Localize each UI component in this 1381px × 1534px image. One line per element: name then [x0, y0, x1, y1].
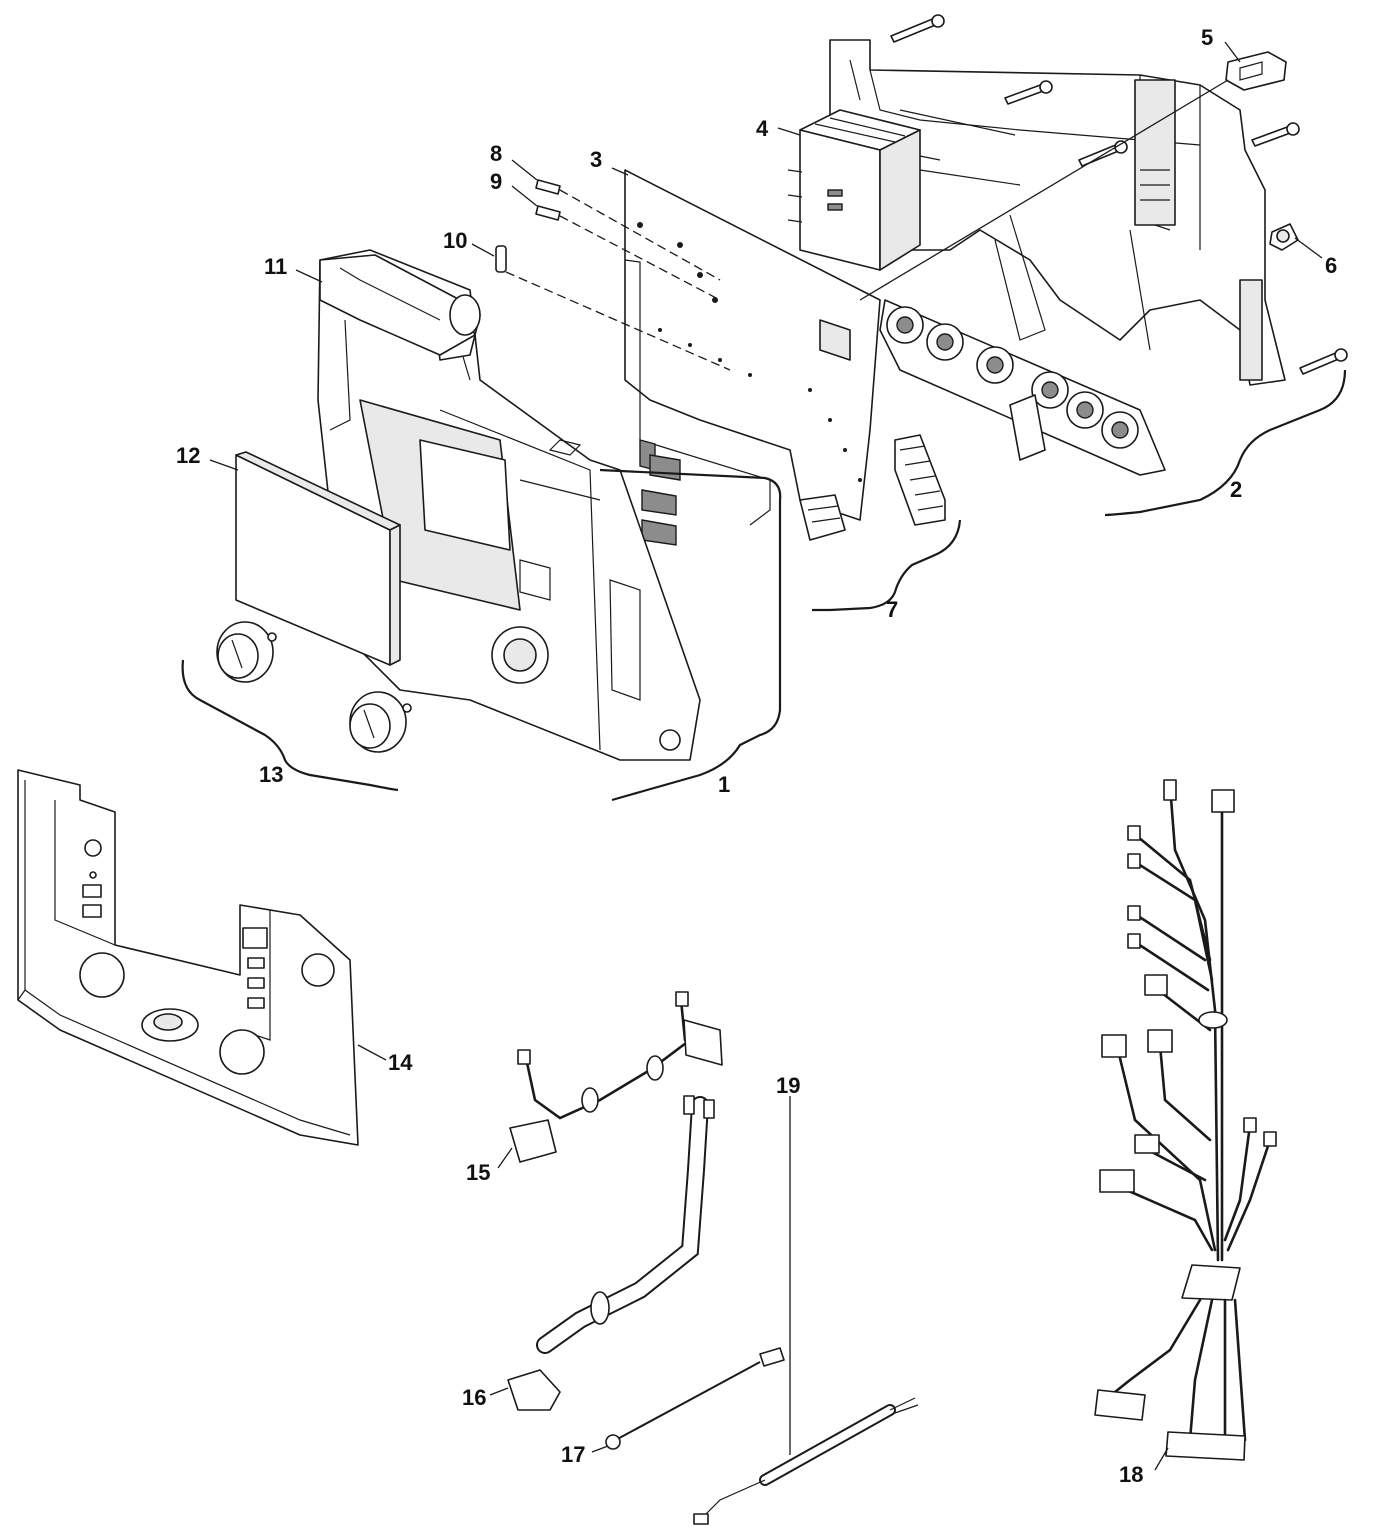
- callout-2: 2: [1230, 477, 1242, 502]
- callout-11: 11: [264, 254, 287, 279]
- alignment-lines: [505, 79, 1229, 371]
- main-harness-part: [1094, 779, 1277, 1461]
- callout-17: 17: [561, 1442, 585, 1467]
- transformer-part: [787, 109, 921, 271]
- knobs-part: [216, 621, 412, 753]
- callout-12: 12: [176, 443, 200, 468]
- brace-2: [1104, 369, 1347, 517]
- callout-19: 19: [776, 1073, 800, 1098]
- callout-15: 15: [466, 1160, 490, 1185]
- fuses-part: [495, 179, 561, 273]
- front-facia-part: [17, 769, 359, 1146]
- callout-5: 5: [1201, 25, 1213, 50]
- sensor-lead-part: [693, 1397, 919, 1525]
- brace-7: [812, 519, 962, 612]
- callout-13: 13: [259, 762, 283, 787]
- callout-14: 14: [388, 1050, 413, 1075]
- terminal-row-part: [879, 299, 1166, 476]
- grouping-braces: [181, 369, 1347, 802]
- callout-16: 16: [462, 1385, 486, 1410]
- harness-15-part: [509, 991, 723, 1163]
- callout-7: 7: [886, 597, 898, 622]
- cover-panel-part: [235, 451, 401, 666]
- circuit-board-part: [624, 169, 881, 546]
- callout-1: 1: [718, 772, 730, 797]
- connector-5-part: [1225, 51, 1287, 91]
- callout-4: 4: [756, 116, 769, 141]
- earth-lead-part: [605, 1347, 785, 1450]
- brace-1: [599, 468, 782, 802]
- top-bracket-part: [319, 254, 481, 356]
- plug-connectors-part: [799, 434, 946, 541]
- leader-lines: [209, 41, 1323, 1471]
- callout-3: 3: [590, 147, 602, 172]
- callout-10: 10: [443, 228, 467, 253]
- callout-labels: 1 2 3 4 5 6 7 8 9 10 11 12 13 14 15 16 1…: [176, 25, 1337, 1487]
- grommet-6-part: [1269, 223, 1299, 251]
- callout-6: 6: [1325, 253, 1337, 278]
- callout-9: 9: [490, 169, 502, 194]
- callout-8: 8: [490, 141, 502, 166]
- cable-16-part: [507, 1095, 715, 1411]
- brace-13: [181, 659, 399, 792]
- callout-18: 18: [1119, 1462, 1143, 1487]
